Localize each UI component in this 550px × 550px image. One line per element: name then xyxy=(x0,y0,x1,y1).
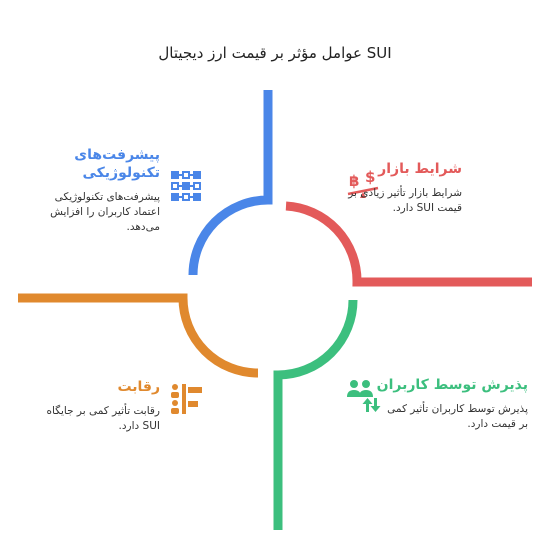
tech-heading-line1: پیشرفت‌های xyxy=(74,147,160,163)
competition-description: رقابت تأثیر کمی بر جایگاه SUI دارد. xyxy=(10,404,160,434)
competition-block: رقابت رقابت تأثیر کمی بر جایگاه SUI دارد… xyxy=(10,378,160,434)
competition-heading: رقابت xyxy=(117,379,160,395)
adoption-desc-line1: پذیرش توسط کاربران تأثیر کمی xyxy=(387,403,528,415)
network-grid-icon xyxy=(171,171,201,201)
market-connector xyxy=(285,201,532,287)
market-description: شرایط بازار تأثیر زیادی بر قیمت SUI دارد… xyxy=(312,186,462,216)
tech-desc-line3: می‌دهد. xyxy=(126,221,160,233)
svg-text:฿: ฿ xyxy=(349,172,359,190)
market-desc-line2: قیمت SUI دارد. xyxy=(392,202,462,214)
currency-scale-icon: ฿ $ xyxy=(347,168,379,198)
adoption-heading: پذیرش توسط کاربران xyxy=(376,377,528,393)
tech-heading-line2: تکنولوژیکی xyxy=(82,165,160,181)
competition-connector xyxy=(18,293,259,378)
competition-desc-line1: رقابت تأثیر کمی بر جایگاه xyxy=(46,405,160,417)
adoption-description: پذیرش توسط کاربران تأثیر کمی بر قیمت دار… xyxy=(358,402,528,432)
competition-desc-line2: SUI دارد. xyxy=(118,420,160,432)
tech-heading: پیشرفت‌های تکنولوژیکی xyxy=(10,146,160,182)
market-heading: شرایط بازار xyxy=(378,161,462,177)
adoption-desc-line2: بر قیمت دارد. xyxy=(467,418,528,430)
tech-block: پیشرفت‌های تکنولوژیکی پیشرفت‌های تکنولوژ… xyxy=(10,146,160,235)
market-block: شرایط بازار شرایط بازار تأثیر زیادی بر ق… xyxy=(312,160,462,216)
market-desc-line1: شرایط بازار تأثیر زیادی بر xyxy=(348,187,462,199)
adoption-connector xyxy=(273,299,358,530)
svg-text:$: $ xyxy=(365,168,375,186)
tech-desc-line1: پیشرفت‌های تکنولوژیکی xyxy=(54,191,160,203)
page-title: عوامل مؤثر بر قیمت ارز دیجیتال SUI xyxy=(158,44,392,62)
users-arrows-icon xyxy=(347,380,381,412)
adoption-block: پذیرش توسط کاربران پذیرش توسط کاربران تأ… xyxy=(358,376,528,432)
tech-description: پیشرفت‌های تکنولوژیکی اعتماد کاربران را … xyxy=(10,190,160,235)
tech-connector xyxy=(188,90,273,276)
competition-ranking-icon xyxy=(171,384,202,414)
tech-desc-line2: اعتماد کاربران را افزایش xyxy=(50,206,160,218)
